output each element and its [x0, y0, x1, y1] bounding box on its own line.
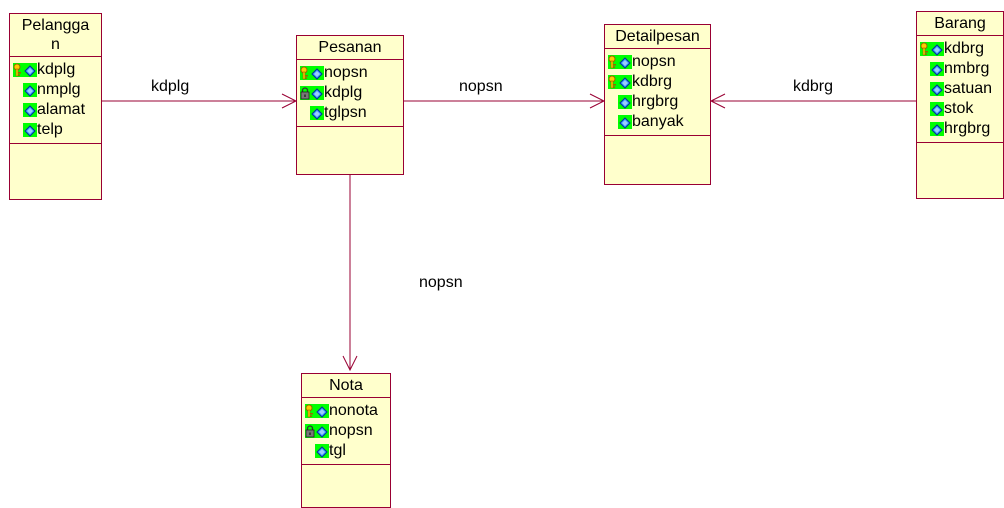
diamond-icon [930, 122, 944, 136]
attribute-name: kdbrg [632, 73, 673, 90]
diamond-icon [310, 106, 324, 120]
attribute-name: nmbrg [944, 60, 990, 77]
attribute-name: tglpsn [324, 104, 367, 121]
entity-title: Detailpesan [605, 25, 710, 49]
attribute-name: kdplg [324, 84, 363, 101]
attribute-row[interactable]: kdbrg [920, 39, 1001, 59]
attribute-list: kdplg nmplg alamat telp [10, 57, 101, 144]
arrow-barang-detailpesan [709, 93, 726, 109]
diamond-icon [930, 62, 944, 76]
rel-label-kdbrg: kdbrg [793, 78, 834, 95]
attribute-row[interactable]: nopsn [300, 63, 401, 83]
attribute-name: nopsn [632, 53, 676, 70]
attribute-name: nopsn [324, 64, 368, 81]
key-diamond-icon [13, 63, 37, 77]
attribute-list: nopsn kdbrg hrgbrg banyak [605, 49, 710, 136]
entity-pesanan[interactable]: Pesanan nopsn kdplg tglpsn [296, 35, 404, 175]
diamond-icon [618, 95, 632, 109]
attribute-name: kdbrg [944, 40, 985, 57]
diamond-icon [23, 83, 37, 97]
attribute-row[interactable]: telp [13, 120, 99, 140]
entity-footer [302, 465, 390, 507]
diamond-icon [618, 115, 632, 129]
entity-title: Barang [917, 12, 1003, 36]
attribute-row[interactable]: tgl [305, 441, 388, 461]
attribute-name: satuan [944, 80, 993, 97]
entity-title: Pesanan [297, 36, 403, 60]
attribute-row[interactable]: nopsn [305, 421, 388, 441]
attribute-name: alamat [37, 101, 86, 118]
entity-nota[interactable]: Nota nonota nopsn tgl [301, 373, 391, 508]
entity-footer [10, 144, 101, 199]
attribute-row[interactable]: hrgbrg [920, 119, 1001, 139]
entity-footer [605, 136, 710, 184]
attribute-name: hrgbrg [632, 93, 679, 110]
attribute-list: nonota nopsn tgl [302, 398, 390, 465]
title-line-2: n [51, 36, 60, 53]
attribute-row[interactable]: nmbrg [920, 59, 1001, 79]
attribute-row[interactable]: tglpsn [300, 103, 401, 123]
attribute-row[interactable]: kdplg [300, 83, 401, 103]
entity-detailpesan[interactable]: Detailpesan nopsn kdbrg hrgbrg banyak [604, 24, 711, 185]
rel-label-kdplg: kdplg [151, 78, 190, 95]
key-diamond-icon [300, 66, 324, 80]
diamond-icon [930, 82, 944, 96]
diamond-icon [315, 444, 329, 458]
key-diamond-icon [608, 75, 632, 89]
attribute-name: tgl [329, 442, 346, 459]
attribute-row[interactable]: nmplg [13, 80, 99, 100]
diamond-icon [23, 103, 37, 117]
key-diamond-icon [305, 404, 329, 418]
attribute-row[interactable]: nonota [305, 401, 388, 421]
lock-diamond-icon [305, 424, 329, 438]
diamond-icon [23, 123, 37, 137]
attribute-list: kdbrg nmbrg satuan stok hrgbrg [917, 36, 1003, 143]
attribute-row[interactable]: banyak [608, 112, 708, 132]
entity-title: Pelangga n [10, 14, 101, 57]
attribute-row[interactable]: alamat [13, 100, 99, 120]
attribute-name: kdplg [37, 61, 76, 78]
attribute-row[interactable]: kdplg [13, 60, 99, 80]
attribute-name: nopsn [329, 422, 373, 439]
attribute-row[interactable]: hrgbrg [608, 92, 708, 112]
attribute-name: hrgbrg [944, 120, 991, 137]
entity-barang[interactable]: Barang kdbrg nmbrg satuan stok hrgbrg [916, 11, 1004, 199]
rel-label-nopsn-detail: nopsn [459, 78, 503, 95]
diamond-icon [930, 102, 944, 116]
attribute-name: stok [944, 100, 974, 117]
key-diamond-icon [920, 42, 944, 56]
attribute-name: banyak [632, 113, 684, 130]
attribute-name: nmplg [37, 81, 81, 98]
entity-title: Nota [302, 374, 390, 398]
attribute-row[interactable]: stok [920, 99, 1001, 119]
attribute-row[interactable]: nopsn [608, 52, 708, 72]
attribute-row[interactable]: kdbrg [608, 72, 708, 92]
entity-pelanggan[interactable]: Pelangga n kdplg nmplg alamat telp [9, 13, 102, 200]
title-line-1: Pelangga [21, 17, 90, 34]
lock-diamond-icon [300, 86, 324, 100]
entity-footer [297, 127, 403, 174]
arrow-pesanan-nota [342, 355, 358, 372]
rel-label-nopsn-nota: nopsn [419, 274, 463, 291]
attribute-name: telp [37, 121, 63, 138]
attribute-name: nonota [329, 402, 378, 419]
attribute-row[interactable]: satuan [920, 79, 1001, 99]
key-diamond-icon [608, 55, 632, 69]
attribute-list: nopsn kdplg tglpsn [297, 60, 403, 127]
entity-footer [917, 143, 1003, 198]
